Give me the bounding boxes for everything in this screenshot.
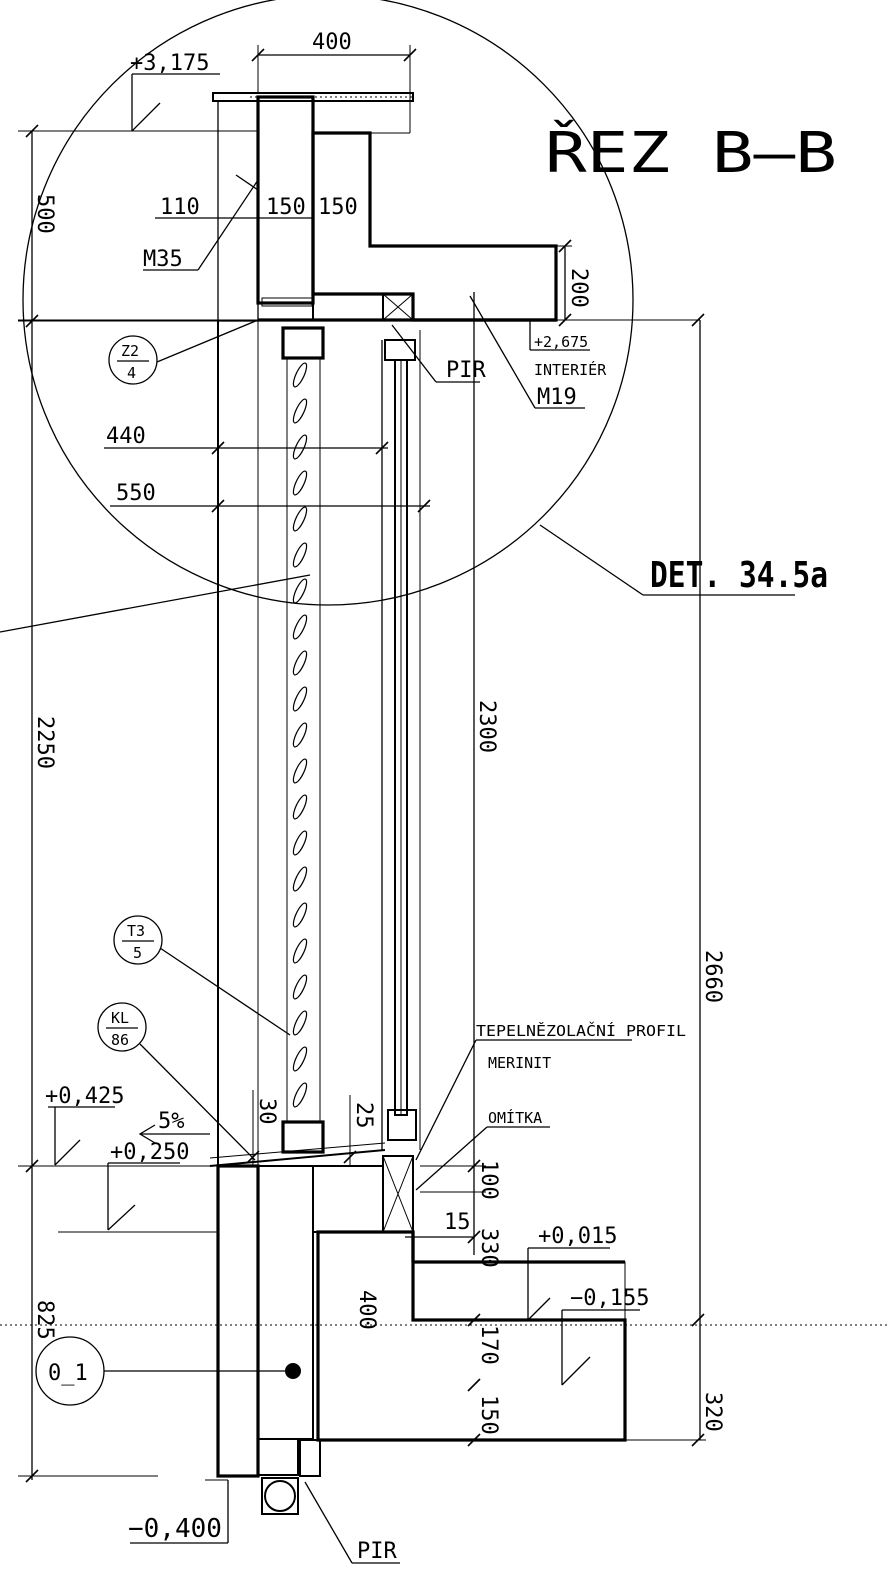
svg-text:KL: KL: [111, 1009, 129, 1027]
svg-text:5: 5: [133, 944, 142, 962]
detail-leader: [539, 524, 644, 596]
louvre-slat: [292, 866, 308, 892]
louvre-slat: [292, 686, 308, 712]
svg-text:86: 86: [111, 1031, 129, 1049]
level-sill-lower: +0,250: [110, 1140, 189, 1165]
marker-0-1: 0_1: [35, 1336, 290, 1406]
dim-2300: 2300: [474, 700, 499, 753]
level-interior: +2,675: [534, 333, 588, 351]
dim-550: 550: [116, 481, 156, 506]
dim-200: 200: [566, 268, 591, 308]
dim-150-a: 150: [266, 195, 306, 220]
dim-330: 330: [476, 1228, 501, 1268]
insulation-sill: [312, 1165, 384, 1233]
tag-z2-4: Z2 4: [108, 319, 259, 385]
dim-2660: 2660: [700, 950, 725, 1003]
level-sill: +0,425: [45, 1084, 124, 1109]
tag-kl-86: KL 86: [97, 1002, 256, 1161]
label-pir-top: PIR: [446, 358, 486, 383]
concrete-beam: [311, 131, 558, 322]
louvre-slat: [292, 1046, 308, 1072]
louvre-slat: [292, 1082, 308, 1108]
louvre-sill-box: [281, 1120, 325, 1154]
louvre-slat: [292, 902, 308, 928]
svg-text:Z2: Z2: [121, 342, 139, 360]
label-profile-2: MERINIT: [488, 1054, 551, 1072]
level-floor: +0,015: [538, 1224, 617, 1249]
louvre-slat: [292, 650, 308, 676]
louvre-slat: [292, 1010, 308, 1036]
detail-label: DET. 34.5a: [650, 555, 828, 596]
dim-400-top: 400: [312, 30, 352, 55]
dim-500: 500: [32, 194, 57, 234]
louvre-slat: [292, 506, 308, 532]
louvre-slat: [292, 974, 308, 1000]
dim-825: 825: [32, 1300, 57, 1340]
level-floor-lower: −0,155: [570, 1286, 649, 1311]
dim-30: 30: [254, 1098, 279, 1125]
dim-100: 100: [476, 1160, 501, 1200]
window-frame-sill: [387, 1109, 417, 1141]
brick-cladding-lower: [216, 1164, 260, 1478]
label-plaster: OMÍTKA: [488, 1108, 542, 1127]
label-profile-1: TEPELNĚZOLAČNÍ PROFIL: [476, 1021, 686, 1040]
slope: 5%: [158, 1109, 185, 1134]
dim-110: 110: [160, 195, 200, 220]
dim-170: 170: [476, 1325, 501, 1365]
pir-insulation-top: [312, 293, 384, 321]
dim-15: 15: [444, 1210, 471, 1235]
label-m19: M19: [537, 385, 577, 410]
drain-pipe: [261, 1477, 299, 1515]
louvre-slat: [292, 938, 308, 964]
label-m35: M35: [143, 247, 183, 272]
dim-320: 320: [700, 1392, 725, 1432]
louvre-slat: [292, 794, 308, 820]
level-interior-label: INTERIÉR: [534, 360, 607, 379]
louvre-slat: [292, 722, 308, 748]
dim-440: 440: [106, 424, 146, 449]
dim-400-low: 400: [354, 1290, 379, 1330]
louvre-slat: [292, 398, 308, 424]
louvre-slat: [292, 614, 308, 640]
louvre-slat: [292, 362, 308, 388]
pir-insulation-bottom: [257, 1438, 299, 1476]
louvre-slat: [292, 830, 308, 856]
insulation-lower: [257, 1165, 314, 1440]
detail-circle: [22, 0, 634, 606]
dim-150-low: 150: [476, 1395, 501, 1435]
louvre-slat: [292, 758, 308, 784]
grounding-dot: [285, 1363, 301, 1379]
svg-text:4: 4: [127, 364, 136, 382]
louvre-slat: [292, 542, 308, 568]
louvre-slats: [292, 362, 308, 1108]
level-bottom: −0,400: [128, 1514, 222, 1544]
section-title: ŘEZ B–B: [545, 120, 837, 186]
louvre-slat: [292, 578, 308, 604]
tag-t3-5: T3 5: [113, 915, 291, 1036]
svg-text:0_1: 0_1: [48, 1361, 88, 1386]
svg-text:T3: T3: [127, 922, 145, 940]
louvre-slat: [292, 434, 308, 460]
louvre-slat: [292, 470, 308, 496]
level-top: +3,175: [130, 51, 209, 76]
dim-25: 25: [351, 1102, 376, 1129]
label-pir-bottom: PIR: [357, 1539, 397, 1564]
louvre-head-box: [281, 326, 325, 360]
dim-150-b: 150: [318, 195, 358, 220]
dim-2250: 2250: [32, 716, 57, 769]
